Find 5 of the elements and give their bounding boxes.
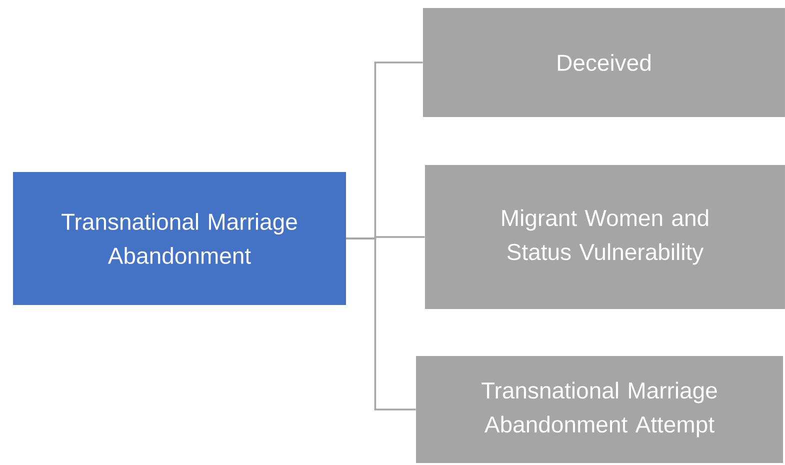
topic-box: Transnational Marriage Abandonment	[13, 172, 346, 305]
connector-line	[346, 238, 416, 410]
category-box: Deceived	[423, 8, 785, 117]
category-box: Migrant Women and Status Vulnerability	[425, 165, 785, 309]
category-box: Transnational Marriage Abandonment Attempt	[416, 356, 783, 463]
